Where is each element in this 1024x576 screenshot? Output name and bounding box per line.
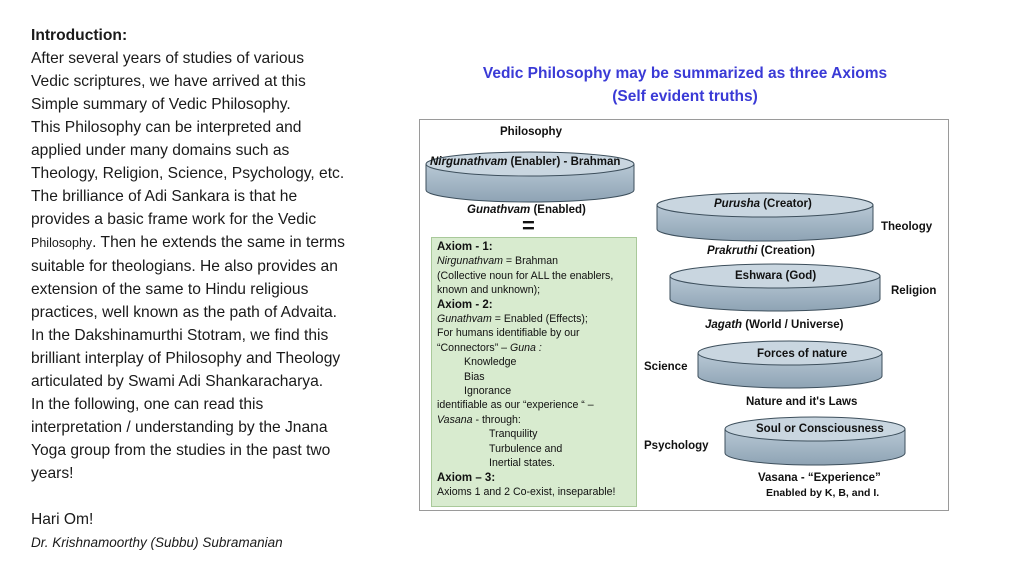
vasana-turbulence: Turbulence and: [489, 442, 563, 455]
axiom1-line1: Nirgunathvam = Brahman: [437, 254, 631, 268]
psychology-label: Psychology: [644, 440, 709, 452]
spacer: [31, 485, 401, 508]
equals-sign: =: [522, 213, 535, 238]
intro-line: Vedic scriptures, we have arrived at thi…: [31, 73, 306, 90]
axiom3-line1: Axioms 1 and 2 Co-exist, inseparable!: [437, 485, 616, 498]
axiom1-italic: Nirgunathvam: [437, 255, 503, 268]
religion-label: Religion: [891, 285, 937, 297]
guna-knowledge: Knowledge: [464, 356, 517, 369]
intro-line: After several years of studies of variou…: [31, 50, 305, 67]
axiom1-rest: = Brahman: [502, 255, 559, 268]
intro-line: practices, well known as the path of Adv…: [31, 304, 337, 321]
intro-line: Theology, Religion, Science, Psychology,…: [31, 165, 345, 182]
vasana-tranquility: Tranquility: [489, 428, 538, 441]
soul-consciousness-label: Soul or Consciousness: [756, 423, 884, 435]
introduction-text: Introduction: After several years of stu…: [31, 24, 401, 554]
intro-line: Yoga group from the studies in the past …: [31, 442, 331, 459]
axiom2-connectors: “Connectors” –: [437, 341, 511, 354]
axiom1-line3: known and unknown);: [437, 284, 541, 297]
jagath-rest: (World / Universe): [742, 319, 844, 331]
intro-line: provides a basic frame work for the Vedi…: [31, 211, 317, 228]
author-name: Dr. Krishnamoorthy (Subbu) Subramanian: [31, 535, 283, 550]
guna-bias: Bias: [464, 370, 485, 383]
intro-line: applied under many domains such as: [31, 142, 290, 159]
disc-soul-consciousness: [724, 416, 906, 466]
disc-nirgunathvam: [425, 151, 635, 203]
intro-line: The brilliance of Adi Sankara is that he: [31, 188, 298, 205]
disc-layer: [425, 151, 906, 466]
disc-forces-of-nature: [697, 340, 883, 389]
diagram-title: Vedic Philosophy may be summarized as th…: [420, 62, 950, 108]
closing-greeting: Hari Om!: [31, 511, 94, 528]
axiom2-line5: Vasana - through:: [437, 413, 631, 427]
intro-line-rest: . Then he extends the same in terms: [92, 234, 345, 251]
axiom1-heading: Axiom - 1:: [437, 241, 493, 253]
axiom2-line3: “Connectors” – Guna :: [437, 341, 631, 355]
intro-line: Simple summary of Vedic Philosophy.: [31, 96, 291, 113]
purusha-rest: (Creator): [760, 198, 812, 210]
axiom2-through: - through:: [472, 413, 521, 426]
jagath-italic: Jagath: [705, 319, 743, 331]
gunathvam-italic: Gunathvam: [467, 204, 531, 216]
intro-line: Philosophy. Then he extends the same in …: [31, 231, 401, 255]
diagram-title-line2: (Self evident truths): [612, 88, 758, 105]
vasana-label: Vasana - “Experience”: [758, 472, 881, 484]
gunathvam-rest: (Enabled): [530, 204, 586, 216]
intro-line: years!: [31, 465, 74, 482]
enabled-by-label: Enabled by K, B, and I.: [766, 487, 880, 499]
prakruthi-rest: (Creation): [757, 245, 815, 257]
intro-line: In the Dakshinamurthi Stotram, we find t…: [31, 327, 329, 344]
nature-laws-label: Nature and it's Laws: [746, 396, 858, 408]
nirgunathvam-rest: (Enabler) - Brahman: [507, 156, 621, 168]
intro-line: articulated by Swami Adi Shankaracharya.: [31, 373, 324, 390]
axiom2-heading: Axiom - 2:: [437, 298, 493, 311]
intro-heading: Introduction:: [31, 27, 128, 44]
intro-word-small: Philosophy: [31, 236, 93, 250]
science-label: Science: [644, 361, 688, 373]
axiom2-line2: For humans identifiable by our: [437, 327, 580, 340]
disc-purusha: [656, 192, 874, 242]
prakruthi-label: Prakruthi (Creation): [707, 245, 815, 257]
axiom2-line1: Gunathvam = Enabled (Effects);: [437, 312, 631, 326]
axiom2-italic: Gunathvam: [437, 313, 492, 326]
axiom2-guna: Guna :: [510, 341, 542, 354]
jagath-label: Jagath (World / Universe): [705, 319, 843, 331]
theology-label: Theology: [881, 221, 933, 233]
intro-line: suitable for theologians. He also provid…: [31, 258, 338, 275]
guna-ignorance: Ignorance: [464, 385, 512, 398]
intro-line: interpretation / understanding by the Jn…: [31, 419, 328, 436]
vasana-inertial: Inertial states.: [489, 457, 555, 470]
gunathvam-label: Gunathvam (Enabled): [467, 204, 586, 216]
philosophy-label: Philosophy: [500, 126, 562, 138]
nirgunathvam-italic: Nirgunathvam: [430, 156, 508, 168]
diagram-title-line1: Vedic Philosophy may be summarized as th…: [482, 65, 888, 82]
prakruthi-italic: Prakruthi: [707, 245, 758, 257]
axiom2-vasana: Vasana: [437, 413, 473, 426]
nirgunathvam-label: Nirgunathvam (Enabler) - Brahman: [430, 156, 620, 168]
axiom2-rest: = Enabled (Effects);: [491, 313, 588, 326]
axiom1-line2: (Collective noun for ALL the enablers,: [437, 269, 614, 282]
intro-line: brilliant interplay of Philosophy and Th…: [31, 350, 341, 367]
intro-line: This Philosophy can be interpreted and: [31, 119, 302, 136]
disc-eshwara: [669, 263, 881, 312]
axioms-diagram: Philosophy Nirgunathvam (Enabler) - Brah…: [419, 119, 949, 511]
eshwara-label: Eshwara (God): [735, 270, 817, 282]
purusha-label: Purusha (Creator): [714, 198, 812, 210]
forces-of-nature-label: Forces of nature: [757, 348, 848, 360]
intro-line: extension of the same to Hindu religious: [31, 281, 309, 298]
purusha-italic: Purusha: [714, 198, 761, 210]
intro-line: In the following, one can read this: [31, 396, 264, 413]
axiom3-heading: Axiom – 3:: [437, 471, 496, 484]
axioms-box: Axiom - 1: Nirgunathvam = Brahman (Colle…: [431, 237, 637, 507]
axiom2-line4: identifiable as our “experience “ –: [437, 399, 594, 412]
